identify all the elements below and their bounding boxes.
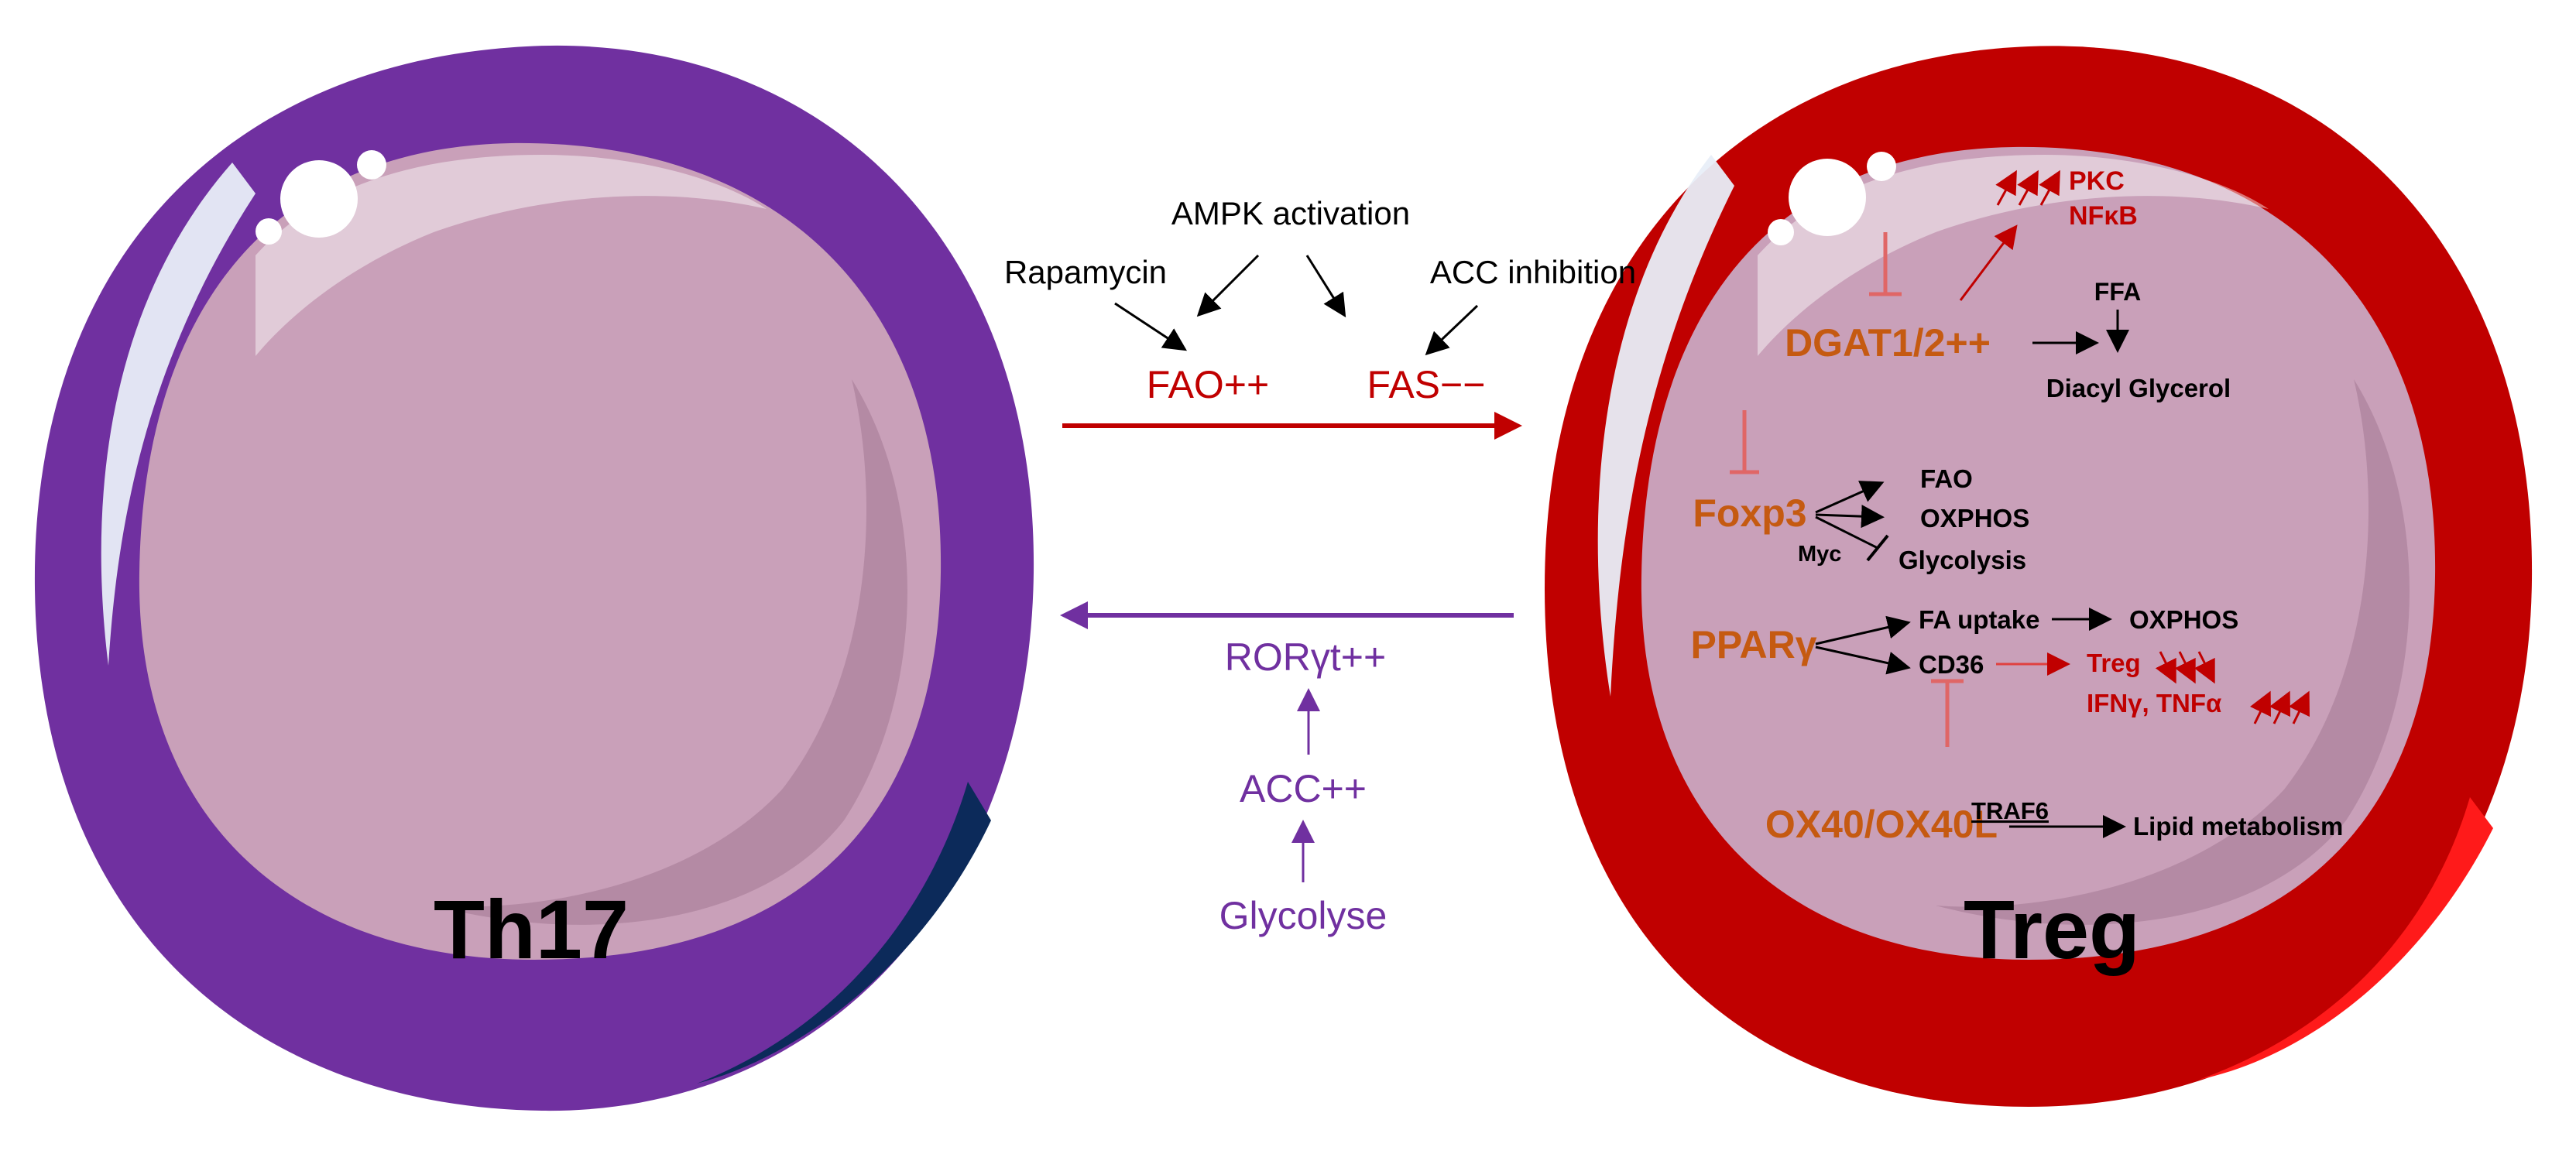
dgat-label: DGAT1/2++ (1785, 321, 1991, 365)
th17-bubble-small (357, 150, 386, 180)
up-arrow-2 (2017, 170, 2039, 206)
ffa-label: FFA (2094, 278, 2141, 306)
acc-inhibition-label: ACC inhibition (1430, 254, 1636, 290)
th17-label: Th17 (434, 882, 629, 976)
diacyl-glycerol-label: Diacyl Glycerol (2046, 374, 2231, 402)
th17-bubble-large (280, 160, 358, 238)
up-arrow-1 (1995, 170, 2017, 206)
treg-bubble-tiny (1768, 219, 1794, 245)
ox40-label: OX40/OX40L (1765, 803, 1998, 846)
th17-inner-highlight (256, 155, 767, 356)
treg-inner-shade (1936, 379, 2410, 925)
cd36-label: CD36 (1919, 650, 1984, 679)
treg-bright-edge (2199, 797, 2493, 1080)
treg-bubble-small (1867, 152, 1896, 181)
rapamycin-to-fao-arrow (1114, 302, 1188, 351)
treg-inner-cytoplasm (1641, 146, 2436, 960)
up-arrow-5 (2269, 690, 2290, 724)
foxp3-to-fao-arrow (1815, 481, 1885, 514)
fa-uptake-label: FA uptake (1919, 605, 2039, 634)
th17-inner-shade (434, 379, 907, 925)
foxp3-fao-label: FAO (1920, 464, 1973, 493)
down-arrow-2 (2174, 651, 2196, 684)
acc-inhibition-to-fas-arrow (1425, 304, 1479, 356)
lipid-metabolism-label: Lipid metabolism (2133, 812, 2343, 841)
ppar-label: PPARγ (1690, 623, 1816, 666)
treg-cell (1545, 46, 2533, 1108)
nfkb-label: NFκB (2069, 201, 2138, 231)
ppar-to-cd36-arrow (1815, 645, 1911, 675)
up-arrow-3 (2039, 170, 2060, 206)
fao-label: FAO++ (1147, 363, 1269, 406)
roryt-label: RORγt++ (1225, 635, 1386, 679)
treg-inner-highlight (1758, 155, 2269, 356)
pkc-label: PKC (2069, 166, 2125, 196)
traf6-label: TRAF6 (1971, 797, 2049, 824)
ampk-to-fas-arrow (1305, 255, 1346, 318)
foxp3-oxphos-label: OXPHOS (1920, 504, 2029, 532)
foxp3-myc-glycolysis-line (1815, 515, 1878, 550)
th17-outer-shine (101, 163, 256, 666)
th17-bubble-tiny (256, 218, 282, 245)
up-arrow-4 (2250, 690, 2271, 724)
treg-bubble-large (1789, 159, 1866, 236)
ppar-to-fa-uptake-arrow (1815, 615, 1911, 645)
up-arrow-6 (2289, 690, 2310, 724)
acc-label: ACC++ (1240, 767, 1367, 810)
glycolysis-label: Glycolysis (1899, 546, 2026, 574)
th17-cell (34, 45, 1034, 1111)
treg-outer-shine (1597, 155, 1734, 697)
down-arrow-1 (2155, 651, 2176, 684)
dgat-to-pkc-arrow (1959, 224, 2018, 301)
ampk-to-fao-arrow (1196, 254, 1260, 317)
rapamycin-label: Rapamycin (1004, 254, 1167, 290)
th17-dark-edge (697, 782, 991, 1084)
ampk-activation-label: AMPK activation (1171, 195, 1410, 231)
fas-label: FAS−− (1367, 363, 1486, 406)
treg-small-label: Treg (2087, 649, 2141, 677)
glycolysis-inhibit-bar (1866, 534, 1889, 562)
ifn-tnf-label: IFNγ, TNFα (2087, 689, 2221, 717)
myc-label: Myc (1798, 542, 1841, 567)
th17-inner-cytoplasm (139, 142, 942, 960)
down-arrow-3 (2194, 651, 2215, 684)
foxp3-to-oxphos-arrow (1815, 505, 1885, 529)
glycolyse-label: Glycolyse (1219, 894, 1387, 937)
ppar-oxphos-label: OXPHOS (2129, 605, 2238, 634)
foxp3-label: Foxp3 (1693, 491, 1806, 535)
treg-label: Treg (1964, 882, 2140, 976)
